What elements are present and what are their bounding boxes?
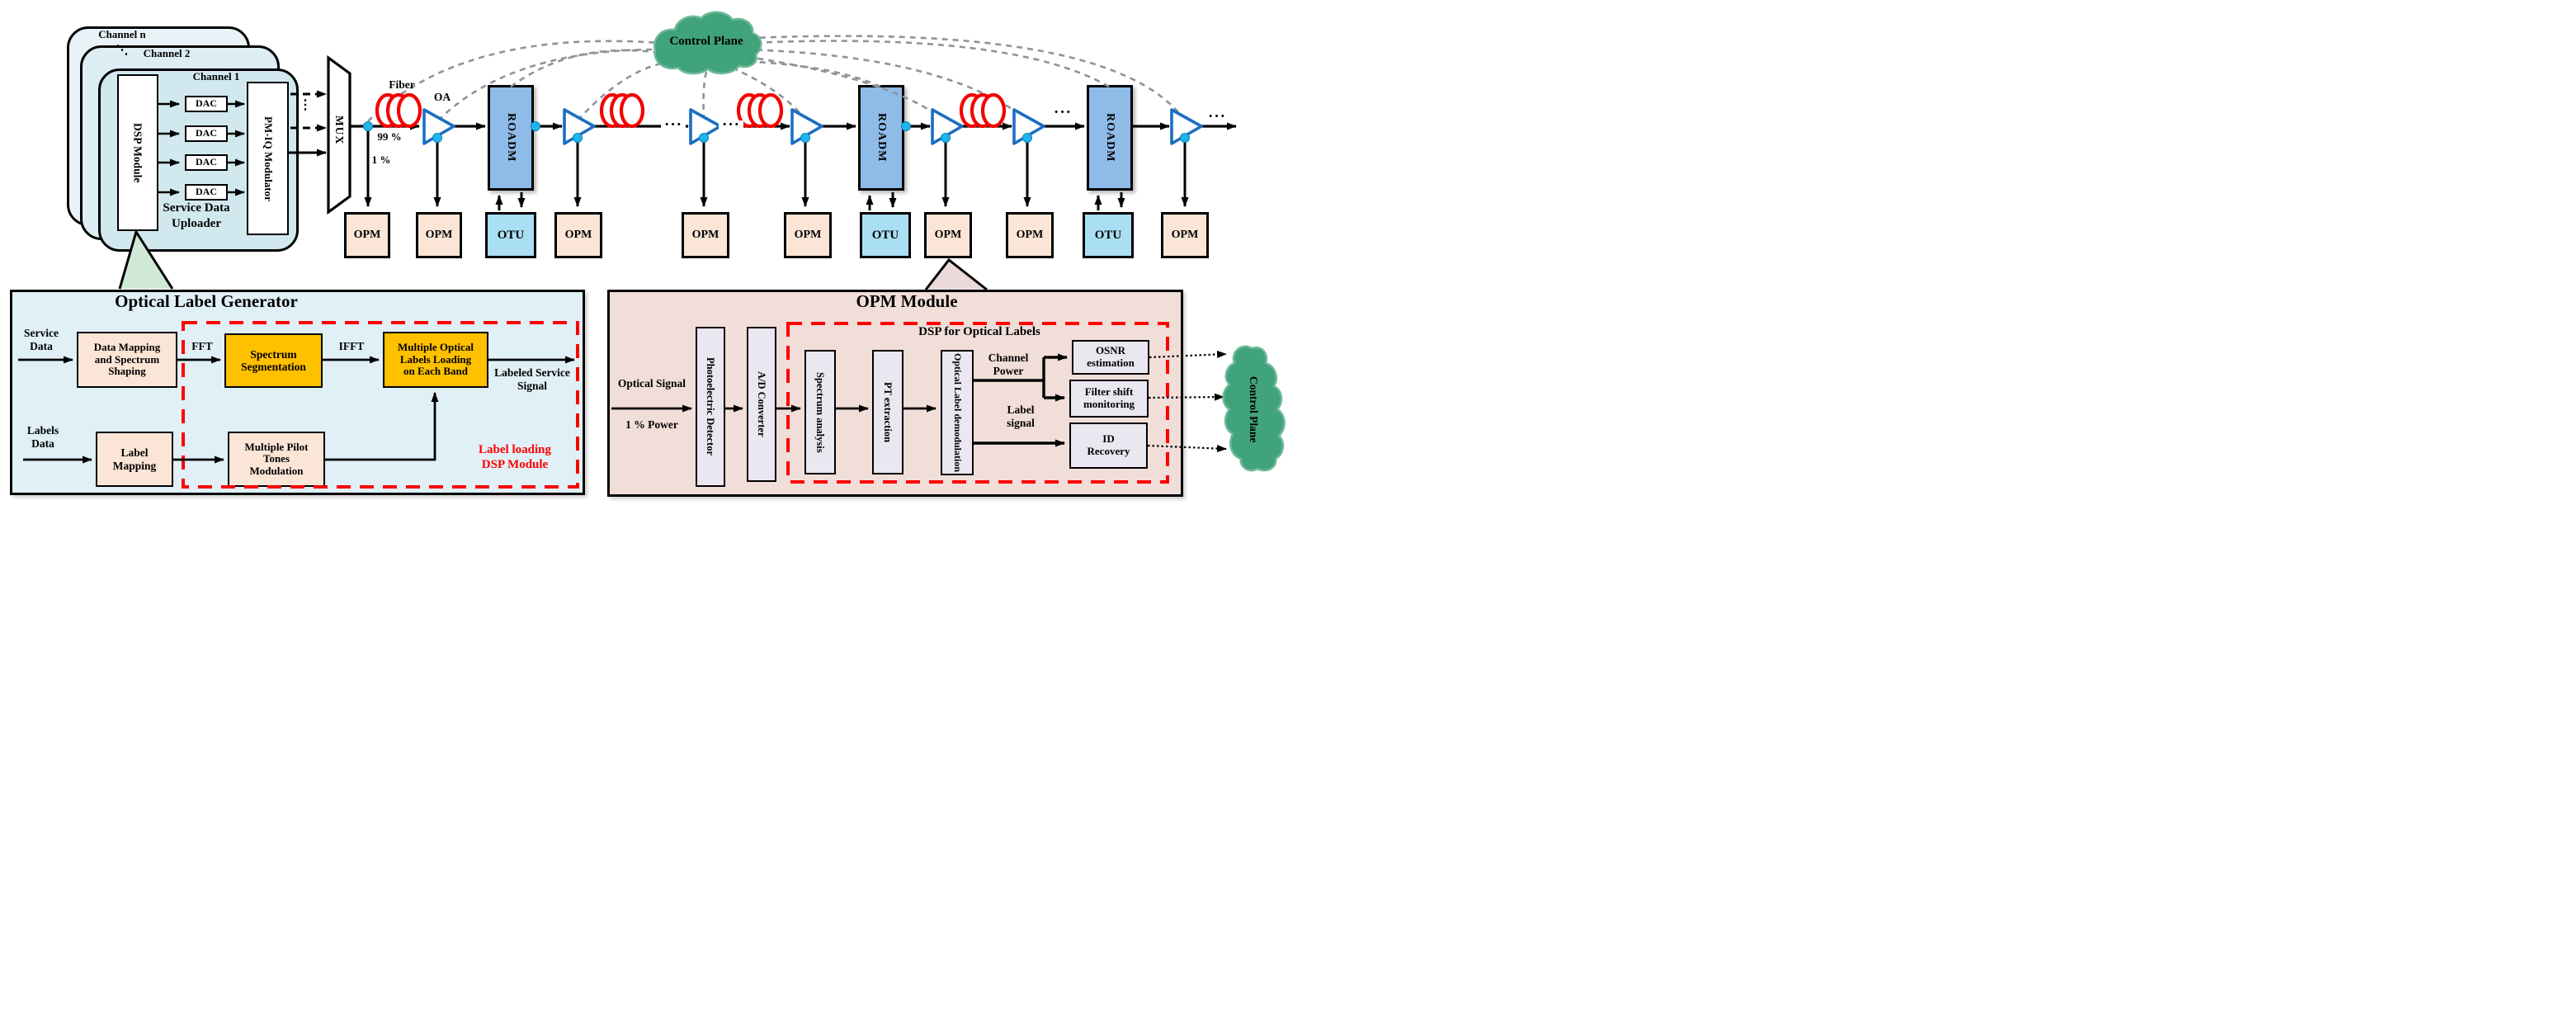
dac-box: DAC xyxy=(185,125,228,142)
ifft-label: IFFT xyxy=(338,340,365,352)
service-data-uploader-caption: Service Data Uploader xyxy=(163,201,230,230)
dac-box: DAC xyxy=(185,96,228,112)
channel-n-label: Channel n xyxy=(98,28,146,40)
data-mapping-box: Data Mapping and Spectrum Shaping xyxy=(77,332,177,388)
roadm-box: ROADM xyxy=(858,85,904,191)
chain-ellipsis: ··· xyxy=(719,117,743,133)
chain-ellipsis: ··· xyxy=(1207,108,1226,125)
fiber-coil xyxy=(959,92,1007,129)
opm-box: OPM xyxy=(924,212,972,258)
otu-box: OTU xyxy=(485,212,536,258)
dsp-for-optical-labels-caption: DSP for Optical Labels xyxy=(918,325,1040,338)
fft-label: FFT xyxy=(191,340,213,352)
otu-box: OTU xyxy=(860,212,911,258)
pt-extraction-box: PT extraction xyxy=(872,350,903,474)
optical-label-demodulation-box: Optical Label demodulation xyxy=(941,350,974,475)
chain-ellipsis: ··· xyxy=(1053,104,1072,121)
opm-module-title: OPM Module xyxy=(856,291,958,311)
fiber-label: Fiber xyxy=(389,78,415,91)
optical-amplifier-icon xyxy=(422,108,1203,145)
photoelectric-detector-box: Photoelectric Detector xyxy=(696,327,725,487)
opm-box: OPM xyxy=(1006,212,1054,258)
chain-ellipsis: ··· xyxy=(661,117,686,133)
one-percent-power-label: 1 % Power xyxy=(625,418,678,431)
oa-label: OA xyxy=(433,91,451,103)
opm-box: OPM xyxy=(554,212,602,258)
opm-box: OPM xyxy=(682,212,729,258)
service-data-label: Service Data xyxy=(24,327,59,352)
labeled-service-signal-label: Labeled Service Signal xyxy=(494,366,570,392)
dac-box: DAC xyxy=(185,154,228,171)
roadm-box: ROADM xyxy=(1087,85,1133,191)
opm-box: OPM xyxy=(1161,212,1209,258)
ad-converter-box: A/D Converter xyxy=(747,327,776,482)
channel-1-label: Channel 1 xyxy=(192,70,240,83)
roadm-otu-arrows xyxy=(495,192,1125,210)
opm-callout-triangle xyxy=(924,257,988,291)
id-recovery-box: ID Recovery xyxy=(1069,423,1148,469)
control-plane-right-label: Control Plane xyxy=(1247,375,1260,443)
spectrum-analysis-box: Spectrum analysis xyxy=(804,350,836,474)
mux-label: MUX xyxy=(333,116,346,145)
fiber-coil xyxy=(599,92,645,129)
mux-vertical-dots: ⋮ xyxy=(299,98,312,112)
tap-1-label: 1 % xyxy=(371,153,391,166)
tap-99-label: 99 % xyxy=(377,130,402,143)
label-signal-label: Label signal xyxy=(1007,404,1035,429)
dsp-module-box: DSP Module xyxy=(117,74,158,231)
diagram-canvas: DSP Module DAC DAC DAC DAC PM-IQ Modulat… xyxy=(0,0,1288,508)
opm-box: OPM xyxy=(784,212,832,258)
label-loading-dsp-caption: Label loading DSP Module xyxy=(479,443,551,471)
spectrum-segmentation-box: Spectrum Segmentation xyxy=(224,333,323,388)
pm-iq-modulator-box: PM-IQ Modulator xyxy=(247,82,289,235)
opm-box: OPM xyxy=(344,212,390,258)
fiber-coil xyxy=(375,92,422,129)
olg-title: Optical Label Generator xyxy=(115,291,298,311)
filter-shift-monitoring-box: Filter shift monitoring xyxy=(1069,380,1149,418)
opm-box: OPM xyxy=(416,212,462,258)
otu-box: OTU xyxy=(1083,212,1134,258)
roadm-box: ROADM xyxy=(488,85,534,191)
fiber-coil xyxy=(736,92,784,129)
dac-box: DAC xyxy=(185,184,228,201)
pilot-tones-box: Multiple Pilot Tones Modulation xyxy=(228,432,325,487)
labels-loading-box: Multiple Optical Labels Loading on Each … xyxy=(383,332,488,388)
channel-power-label: Channel Power xyxy=(988,352,1029,377)
optical-signal-label: Optical Signal xyxy=(617,377,686,389)
control-plane-label: Control Plane xyxy=(669,35,743,48)
labels-data-label: Labels Data xyxy=(26,424,59,450)
label-mapping-box: Label Mapping xyxy=(96,432,173,487)
osnr-estimation-box: OSNR estimation xyxy=(1072,340,1149,375)
channel-2-label: Channel 2 xyxy=(143,47,191,59)
channel-diagonal-dots: ⋱ xyxy=(116,44,129,57)
